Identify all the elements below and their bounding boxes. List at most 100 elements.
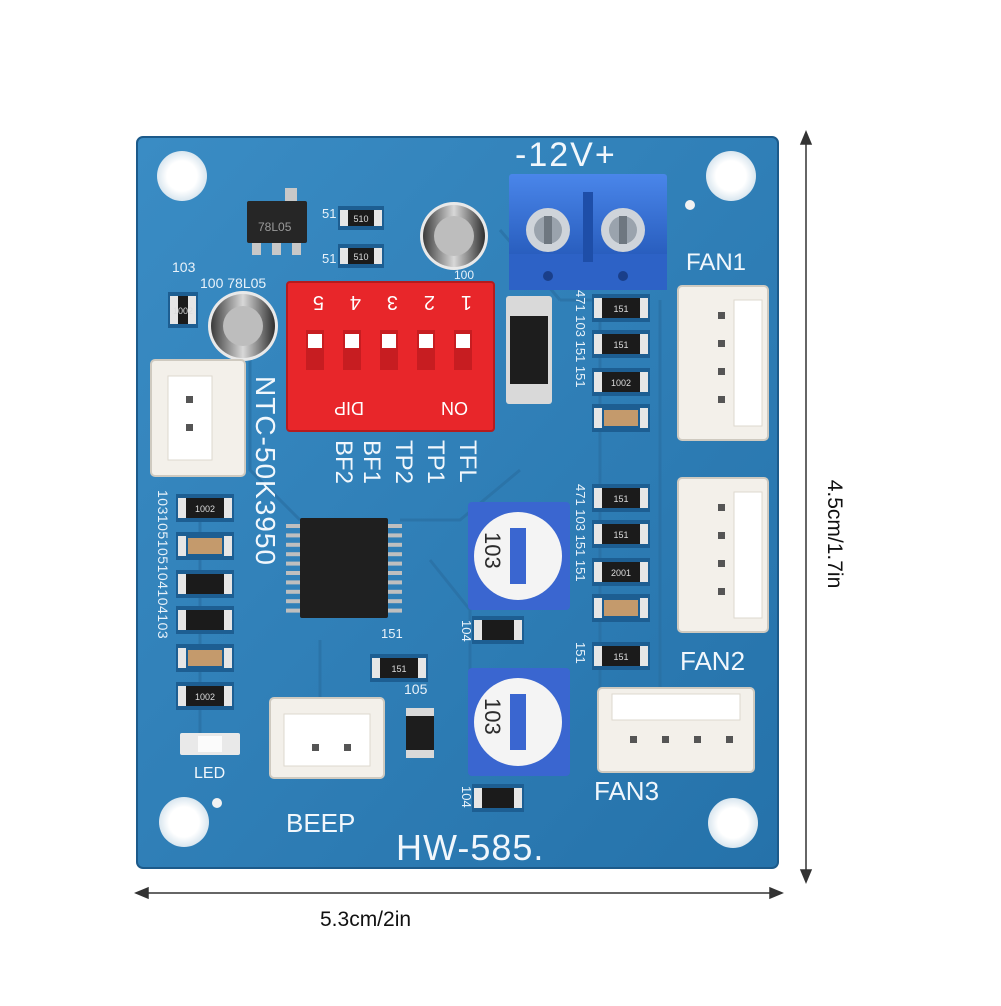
smd-resistor	[602, 562, 640, 582]
capacitor-top	[420, 202, 488, 270]
dip-toggle-knob	[419, 334, 433, 348]
smd-code: 151	[613, 494, 628, 504]
connector-beep	[269, 697, 385, 779]
smd-capacitor	[188, 650, 222, 666]
smd-capacitor-105	[406, 708, 434, 758]
dip-toggle-knob	[308, 334, 322, 348]
smd-capacitor	[604, 600, 638, 616]
dip-function-label: TP2	[390, 440, 417, 484]
smd-resistor	[602, 646, 640, 666]
connector-fan2	[677, 477, 769, 633]
pot-top-label: 103	[480, 532, 505, 569]
capacitor-left	[208, 291, 278, 361]
dip-number: 4	[350, 291, 361, 313]
regulator-label: 78L05	[258, 220, 292, 234]
diode-smd	[506, 296, 552, 404]
ic-chip	[286, 518, 402, 618]
silk-right-column-b: 471 103 151 151	[573, 484, 588, 582]
fan1-label: FAN1	[686, 249, 746, 276]
connector-pin	[630, 736, 637, 743]
capacitor-top-label: 100	[454, 268, 474, 282]
height-dimension-label: 4.5cm/1.7in	[823, 479, 846, 589]
connector-fan1	[677, 285, 769, 441]
dip-function-label: TFL	[454, 440, 481, 483]
led-label: LED	[194, 765, 225, 782]
connector-pin	[718, 340, 725, 347]
dip-toggles	[306, 330, 472, 370]
smd-capacitor	[188, 538, 222, 554]
silk-51-b: 51	[322, 251, 336, 266]
smd-resistor	[602, 524, 640, 544]
connector-pin	[186, 424, 193, 431]
potentiometer-top	[468, 502, 570, 610]
fan2-label: FAN2	[680, 646, 745, 676]
dip-function-label: BF1	[358, 440, 385, 484]
dip-toggle-knob	[382, 334, 396, 348]
model-label: HW-585.	[396, 827, 544, 868]
smd-code: 510	[353, 214, 368, 224]
fan3-label: FAN3	[594, 776, 659, 806]
connector-pin	[344, 744, 351, 751]
connector-pin	[726, 736, 733, 743]
power-terminal-block	[509, 174, 667, 290]
silk-105: 105	[404, 681, 428, 697]
smd-code: 1002	[195, 692, 215, 702]
dip-number: 5	[313, 291, 324, 313]
smd-code: 1002	[195, 504, 215, 514]
dip-toggle-knob	[456, 334, 470, 348]
smd-resistor	[602, 298, 640, 318]
led	[180, 733, 240, 755]
smd-code: 1002	[173, 306, 193, 316]
connector-fan3	[597, 687, 755, 773]
smd-resistor	[186, 610, 224, 630]
smd-code: 151	[613, 530, 628, 540]
smd-resistor	[602, 372, 640, 392]
connector-left	[150, 359, 246, 477]
beep-label: BEEP	[286, 808, 355, 838]
smd-resistor	[186, 498, 224, 518]
connector-pin	[718, 504, 725, 511]
smd-resistor	[178, 296, 188, 324]
silk-103: 103	[172, 259, 196, 275]
dip-function-label: BF2	[330, 440, 357, 484]
dip-function-label: TP1	[422, 440, 449, 484]
silk-right-column-c: 151	[573, 642, 588, 664]
connector-pin	[718, 312, 725, 319]
potentiometer-bottom	[468, 668, 570, 776]
connector-pin	[718, 396, 725, 403]
connector-pin	[718, 368, 725, 375]
smd-resistor	[186, 574, 224, 594]
mounting-holes	[157, 151, 758, 848]
dip-number: 2	[424, 291, 435, 313]
smd-code: 1002	[611, 378, 631, 388]
power-label: -12V+	[515, 136, 617, 174]
connector-pin	[718, 532, 725, 539]
silk-right-column-a: 471 103 151 151	[573, 290, 588, 388]
regulator-sub-label: 100 78L05	[200, 275, 266, 291]
silk-51-a: 51	[322, 206, 336, 221]
width-dimension-label: 5.3cm/2in	[320, 908, 412, 931]
voltage-regulator	[247, 188, 307, 255]
connector-pin	[694, 736, 701, 743]
silk-104-a: 104	[459, 620, 474, 642]
smd-code: 151	[613, 304, 628, 314]
dip-label-right: ON	[441, 398, 468, 418]
dip-toggle-knob	[345, 334, 359, 348]
smd-capacitor	[604, 410, 638, 426]
smd-code: 151	[613, 340, 628, 350]
silk-left-column: 103105105104104103	[155, 490, 171, 639]
smd-code: 151	[391, 664, 406, 674]
connector-pins	[186, 312, 733, 751]
connector-pin	[718, 588, 725, 595]
dip-number: 1	[461, 291, 472, 313]
smd-resistor	[348, 210, 374, 226]
smd-code: 151	[613, 652, 628, 662]
smd-resistor	[602, 334, 640, 354]
connector-pin	[312, 744, 319, 751]
smd-resistor	[482, 788, 514, 808]
